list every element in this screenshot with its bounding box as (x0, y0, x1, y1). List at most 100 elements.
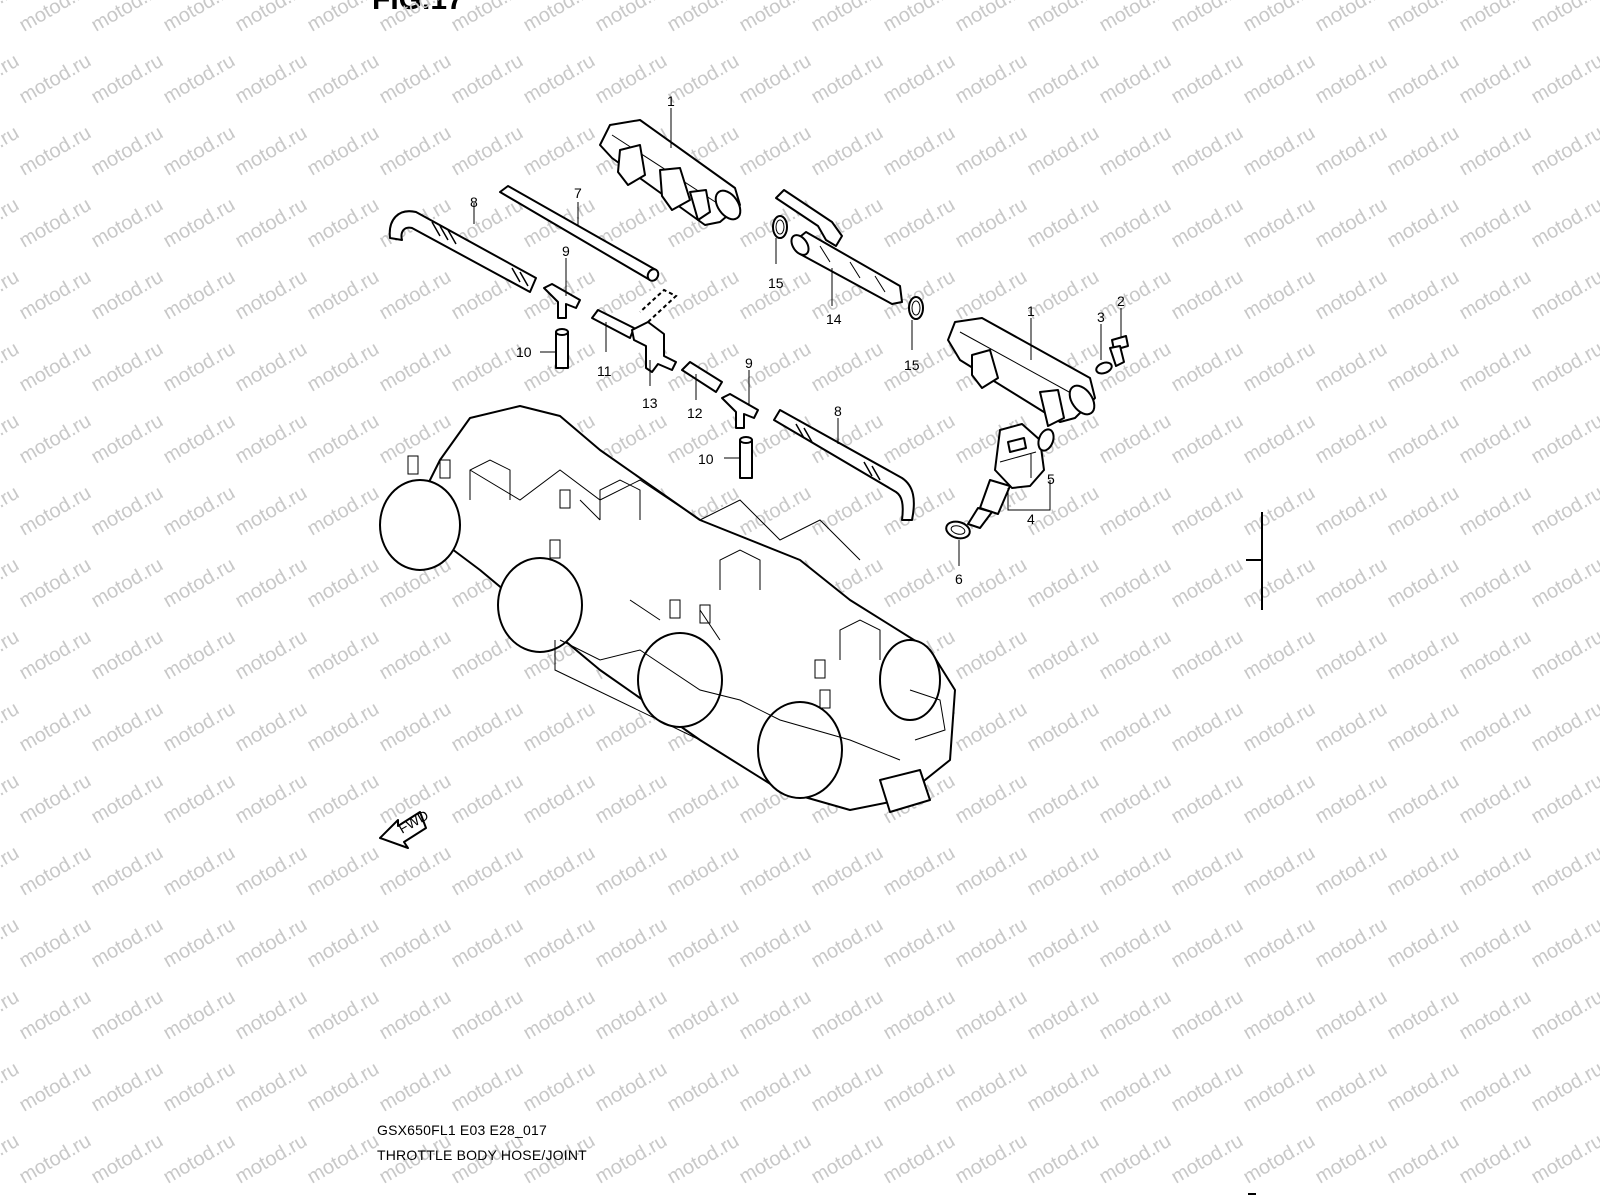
watermark-text: motod.ru (376, 266, 455, 325)
watermark-text: motod.ru (1312, 986, 1391, 1045)
watermark-text: motod.ru (88, 626, 167, 685)
watermark-text: motod.ru (1024, 194, 1103, 253)
watermark-text: motod.ru (1096, 986, 1175, 1045)
watermark-text: motod.ru (448, 50, 527, 109)
watermark-text: motod.ru (1528, 410, 1600, 469)
o-ring-15-upper (772, 215, 788, 239)
watermark-text: motod.ru (1024, 914, 1103, 973)
watermark-text: motod.ru (160, 410, 239, 469)
joint-9-right (721, 393, 759, 429)
watermark-text: motod.ru (88, 986, 167, 1045)
watermark-text: motod.ru (160, 698, 239, 757)
watermark-text: motod.ru (808, 1130, 887, 1189)
watermark-text: motod.ru (520, 986, 599, 1045)
watermark-text: motod.ru (1024, 770, 1103, 829)
watermark-text: motod.ru (448, 0, 527, 36)
watermark-text: motod.ru (1312, 194, 1391, 253)
watermark-text: motod.ru (664, 914, 743, 973)
watermark-text: motod.ru (1456, 986, 1535, 1045)
watermark-text: motod.ru (1528, 1130, 1600, 1189)
watermark-text: motod.ru (664, 50, 743, 109)
watermark-text: motod.ru (1384, 194, 1463, 253)
watermark-text: motod.ru (376, 50, 455, 109)
watermark-text: motod.ru (952, 1058, 1031, 1117)
callout-3: 3 (1097, 309, 1105, 325)
watermark-text: motod.ru (232, 698, 311, 757)
watermark-text: motod.ru (304, 914, 383, 973)
throttle-bore-2 (497, 557, 583, 653)
watermark-text: motod.ru (304, 770, 383, 829)
fuel-feed-pipe (775, 189, 903, 305)
watermark-text: motod.ru (88, 338, 167, 397)
watermark-text: motod.ru (952, 698, 1031, 757)
callout-numbers: 1 1 2 3 4 5 6 7 8 8 9 9 10 10 11 12 13 1… (470, 93, 1125, 587)
watermark-text: motod.ru (304, 482, 383, 541)
watermark-text: motod.ru (952, 122, 1031, 181)
watermark-text: motod.ru (1096, 122, 1175, 181)
watermark-text: motod.ru (1024, 554, 1103, 613)
watermark-text: motod.ru (232, 50, 311, 109)
watermark-text: motod.ru (0, 986, 23, 1045)
watermark-text: motod.ru (1528, 0, 1600, 36)
watermark-text: motod.ru (880, 194, 959, 253)
hose-8-upper (388, 210, 537, 293)
watermark-text: motod.ru (592, 50, 671, 109)
callout-10-right: 10 (698, 451, 714, 467)
watermark-text: motod.ru (1312, 410, 1391, 469)
watermark-text: motod.ru (232, 770, 311, 829)
watermark-text: motod.ru (1240, 410, 1319, 469)
watermark-text: motod.ru (1384, 626, 1463, 685)
watermark-text: motod.ru (1240, 770, 1319, 829)
watermark-text: motod.ru (592, 914, 671, 973)
watermark-text: motod.ru (1312, 122, 1391, 181)
watermark-text: motod.ru (1384, 1058, 1463, 1117)
watermark-text: motod.ru (0, 554, 23, 613)
watermark-text: motod.ru (1384, 1130, 1463, 1189)
fuel-delivery-pipe-upper (599, 119, 742, 226)
watermark-text: motod.ru (1168, 194, 1247, 253)
watermark-text: motod.ru (448, 338, 527, 397)
watermark-text: motod.ru (88, 266, 167, 325)
callout-14: 14 (826, 311, 842, 327)
watermark-text: motod.ru (592, 1130, 671, 1189)
watermark-text: motod.ru (1024, 986, 1103, 1045)
watermark-text: motod.ru (88, 842, 167, 901)
watermark-text: motod.ru (232, 1130, 311, 1189)
watermark-text: motod.ru (376, 0, 455, 36)
watermark-text: motod.ru (808, 842, 887, 901)
watermark-text: motod.ru (1168, 554, 1247, 613)
washer-3 (1095, 361, 1113, 375)
watermark-text: motod.ru (736, 122, 815, 181)
o-ring-15-lower (908, 296, 924, 320)
watermark-text: motod.ru (0, 770, 23, 829)
watermark-text: motod.ru (88, 410, 167, 469)
callout-1-right: 1 (1027, 303, 1035, 319)
watermark-text: motod.ru (1456, 1058, 1535, 1117)
watermark-text: motod.ru (88, 0, 167, 36)
watermark-text: motod.ru (808, 986, 887, 1045)
watermark-text: motod.ru (1168, 914, 1247, 973)
watermark-text: motod.ru (880, 50, 959, 109)
watermark-text: motod.ru (1456, 50, 1535, 109)
watermark-text: motod.ru (1528, 986, 1600, 1045)
watermark-text: motod.ru (592, 986, 671, 1045)
watermark-text: motod.ru (16, 770, 95, 829)
watermark-text: motod.ru (448, 842, 527, 901)
watermark-text: motod.ru (88, 122, 167, 181)
watermark-text: motod.ru (952, 1130, 1031, 1189)
callout-9-left: 9 (562, 243, 570, 259)
watermark-text: motod.ru (0, 1130, 23, 1189)
watermark-text: motod.ru (1240, 1130, 1319, 1189)
watermark-text: motod.ru (880, 1058, 959, 1117)
watermark-text: motod.ru (808, 338, 887, 397)
watermark-text: motod.ru (952, 0, 1031, 36)
watermark-text: motod.ru (880, 554, 959, 613)
watermark-text: motod.ru (304, 986, 383, 1045)
watermark-text: motod.ru (304, 410, 383, 469)
watermark-text: motod.ru (1384, 842, 1463, 901)
watermark-text: motod.ru (1384, 986, 1463, 1045)
watermark-text: motod.ru (1096, 842, 1175, 901)
watermark-text: motod.ru (1024, 0, 1103, 36)
watermark-text: motod.ru (952, 50, 1031, 109)
watermark-text: motod.ru (1024, 122, 1103, 181)
